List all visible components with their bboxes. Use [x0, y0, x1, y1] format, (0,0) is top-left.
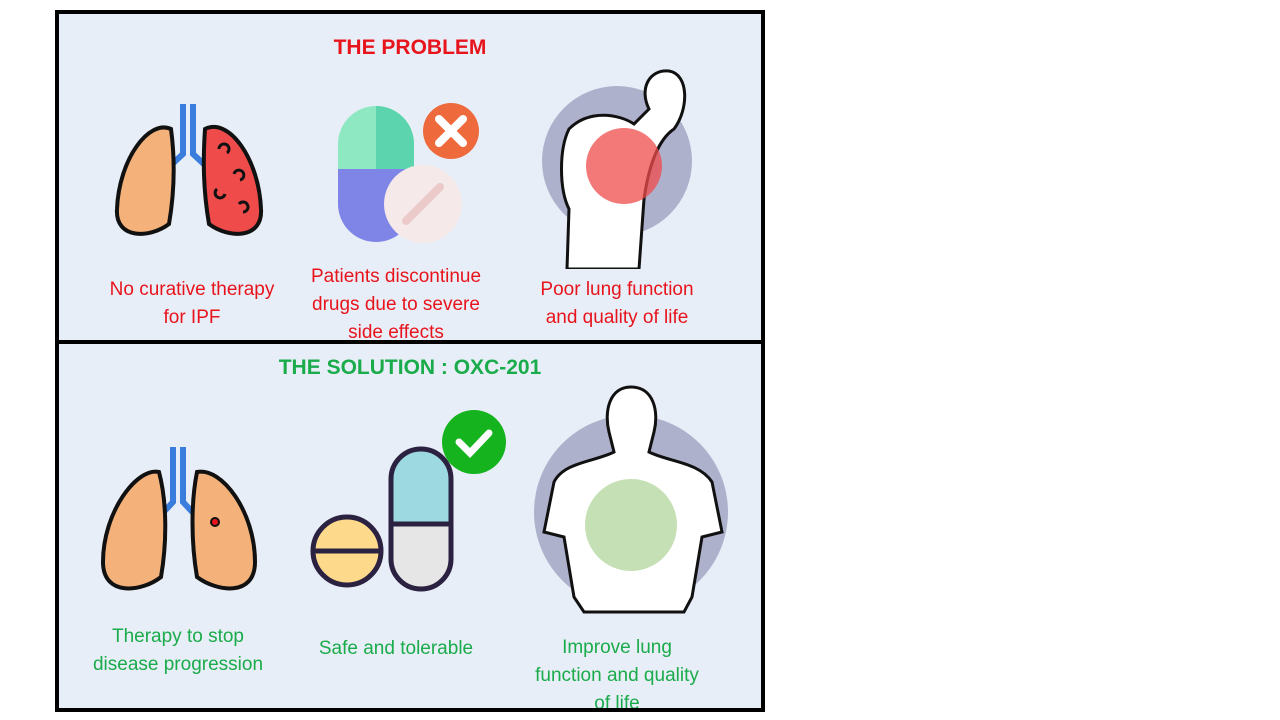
problem-caption-1: No curative therapy for IPF	[109, 279, 275, 328]
problem-panel: THE PROBLEM No curative therapy for IPF …	[55, 10, 765, 344]
solution-caption-2: Safe and tolerable	[318, 638, 474, 659]
solution-caption-3: Improve lung function and quality of lif…	[535, 637, 699, 712]
approved-pills-icon	[310, 410, 506, 592]
solution-title: THE SOLUTION : OXC-201	[278, 356, 542, 379]
fibrotic-lungs-icon	[114, 104, 264, 236]
healthy-person-icon	[534, 385, 728, 614]
problem-caption-2: Patients discontinue drugs due to severe…	[310, 266, 482, 343]
chest-pain-person-icon	[542, 69, 692, 269]
solution-panel: THE SOLUTION : OXC-201 Therapy to stop d…	[55, 340, 765, 712]
healthy-lungs-icon	[100, 447, 258, 591]
rejected-pills-icon	[338, 103, 479, 243]
problem-title: THE PROBLEM	[333, 36, 487, 59]
problem-caption-3: Poor lung function and quality of life	[540, 279, 694, 328]
solution-caption-1: Therapy to stop disease progression	[92, 626, 264, 675]
